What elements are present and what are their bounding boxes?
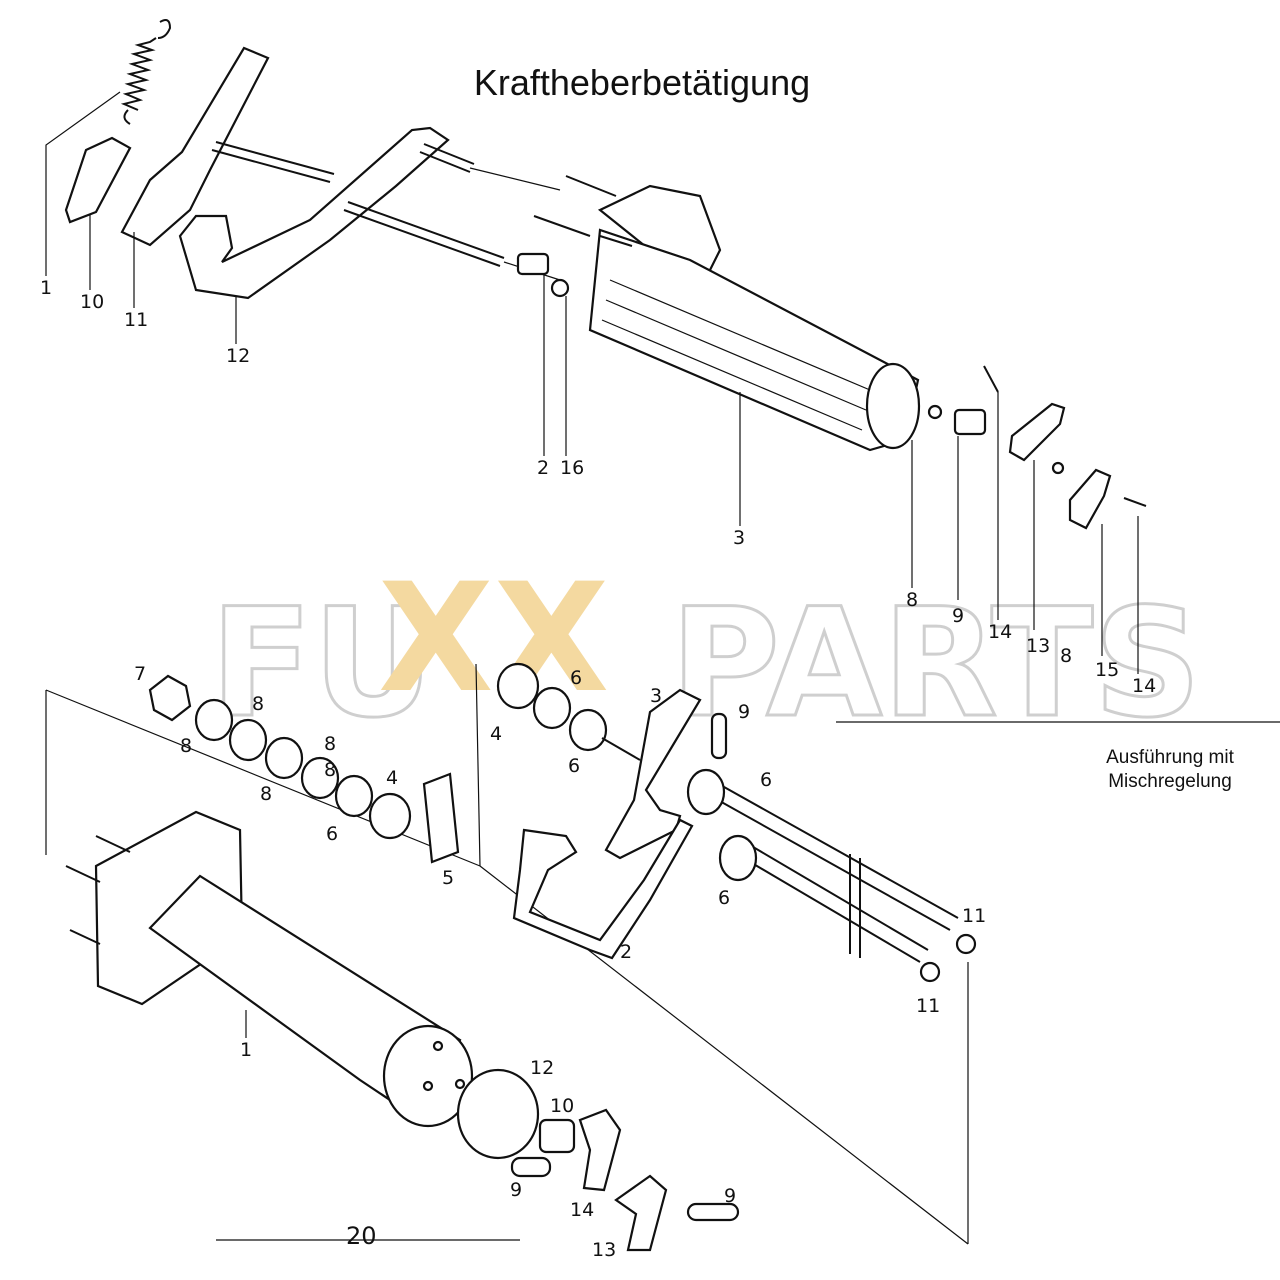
tension-spring: [120, 19, 172, 125]
label-lower-8c: 8: [260, 783, 272, 805]
label-lower-6e: 6: [718, 887, 730, 909]
upper-part-numbers: 1 10 11 12 2 16 3 8 9 14 13 8 15 14: [40, 277, 1156, 697]
label-upper-10: 10: [80, 291, 104, 313]
label-upper-3: 3: [733, 527, 745, 549]
label-lower-10: 10: [550, 1095, 574, 1117]
label-upper-12: 12: [226, 345, 250, 367]
label-lower-13: 13: [592, 1239, 616, 1261]
label-lower-6b: 6: [570, 667, 582, 689]
label-upper-8b: 8: [1060, 645, 1072, 667]
label-upper-15: 15: [1095, 659, 1119, 681]
label-lower-8d: 8: [324, 733, 336, 755]
washer-16: [550, 278, 570, 298]
fork-lower: [512, 818, 694, 960]
label-lower-9b: 9: [510, 1179, 522, 1201]
washer-row: [148, 674, 460, 864]
lower-cylinder: [65, 810, 740, 1252]
lever-plate: [604, 688, 702, 860]
label-upper-11: 11: [124, 309, 148, 331]
label-upper-14a: 14: [988, 621, 1012, 643]
fork-part: [178, 126, 450, 300]
label-dimension-20: 20: [346, 1222, 377, 1250]
label-upper-16: 16: [560, 457, 584, 479]
watermark-xx: XX: [378, 552, 609, 726]
lower-part-numbers: 7 8 8 8 8 8 4 6 5 4 6 6 3 9 6 6 2 11 11 …: [134, 663, 986, 1261]
label-lower-12: 12: [530, 1057, 554, 1079]
label-lower-4b: 4: [490, 723, 502, 745]
label-lower-7: 7: [134, 663, 146, 685]
label-lower-9a: 9: [738, 701, 750, 723]
right-small-parts: [927, 365, 1147, 530]
label-lower-6d: 6: [760, 769, 772, 791]
label-lower-3: 3: [650, 685, 662, 707]
label-lower-8e: 8: [324, 759, 336, 781]
upper-leader-lines: [45, 91, 1280, 723]
upper-assembly: 1 10 11 12 2 16 3 8 9 14 13 8 15 14: [40, 19, 1280, 723]
upper-washer-row: [496, 662, 728, 761]
variant-note: Ausführung mit Mischregelung: [1060, 746, 1280, 794]
label-upper-9: 9: [952, 605, 964, 627]
label-lower-8a: 8: [180, 735, 192, 757]
hydraulic-cylinder: [533, 175, 921, 452]
label-lower-14: 14: [570, 1199, 594, 1221]
watermark: FU XX PARTS: [209, 552, 1203, 753]
label-lower-6c: 6: [568, 755, 580, 777]
label-lower-9c: 9: [724, 1185, 736, 1207]
variant-note-line-1: Ausführung mit: [1106, 747, 1234, 768]
label-upper-1: 1: [40, 277, 52, 299]
label-upper-13: 13: [1026, 635, 1050, 657]
watermark-parts: PARTS: [670, 577, 1201, 751]
label-lower-2: 2: [620, 941, 632, 963]
label-lower-8b: 8: [252, 693, 264, 715]
label-upper-14b: 14: [1132, 675, 1156, 697]
label-lower-4a: 4: [386, 767, 398, 789]
label-lower-5: 5: [442, 867, 454, 889]
bracket-part: [64, 136, 132, 224]
bushing-2: [516, 252, 550, 276]
lower-assembly: 7 8 8 8 8 8 4 6 5 4 6 6 3 9 6 6 2 11 11 …: [45, 662, 986, 1261]
lever-part: [120, 46, 270, 247]
diagram-title: Kraftheberbetätigung: [473, 62, 811, 103]
shafts: [686, 768, 977, 983]
label-upper-8a: 8: [906, 589, 918, 611]
label-lower-11b: 11: [916, 995, 940, 1017]
lower-frame: [45, 663, 969, 1245]
label-upper-2: 2: [537, 457, 549, 479]
label-lower-6a: 6: [326, 823, 338, 845]
lower-leader-lines: [216, 1010, 520, 1241]
variant-note-line-2: Mischregelung: [1108, 771, 1232, 792]
label-lower-1: 1: [240, 1039, 252, 1061]
label-lower-11a: 11: [962, 905, 986, 927]
